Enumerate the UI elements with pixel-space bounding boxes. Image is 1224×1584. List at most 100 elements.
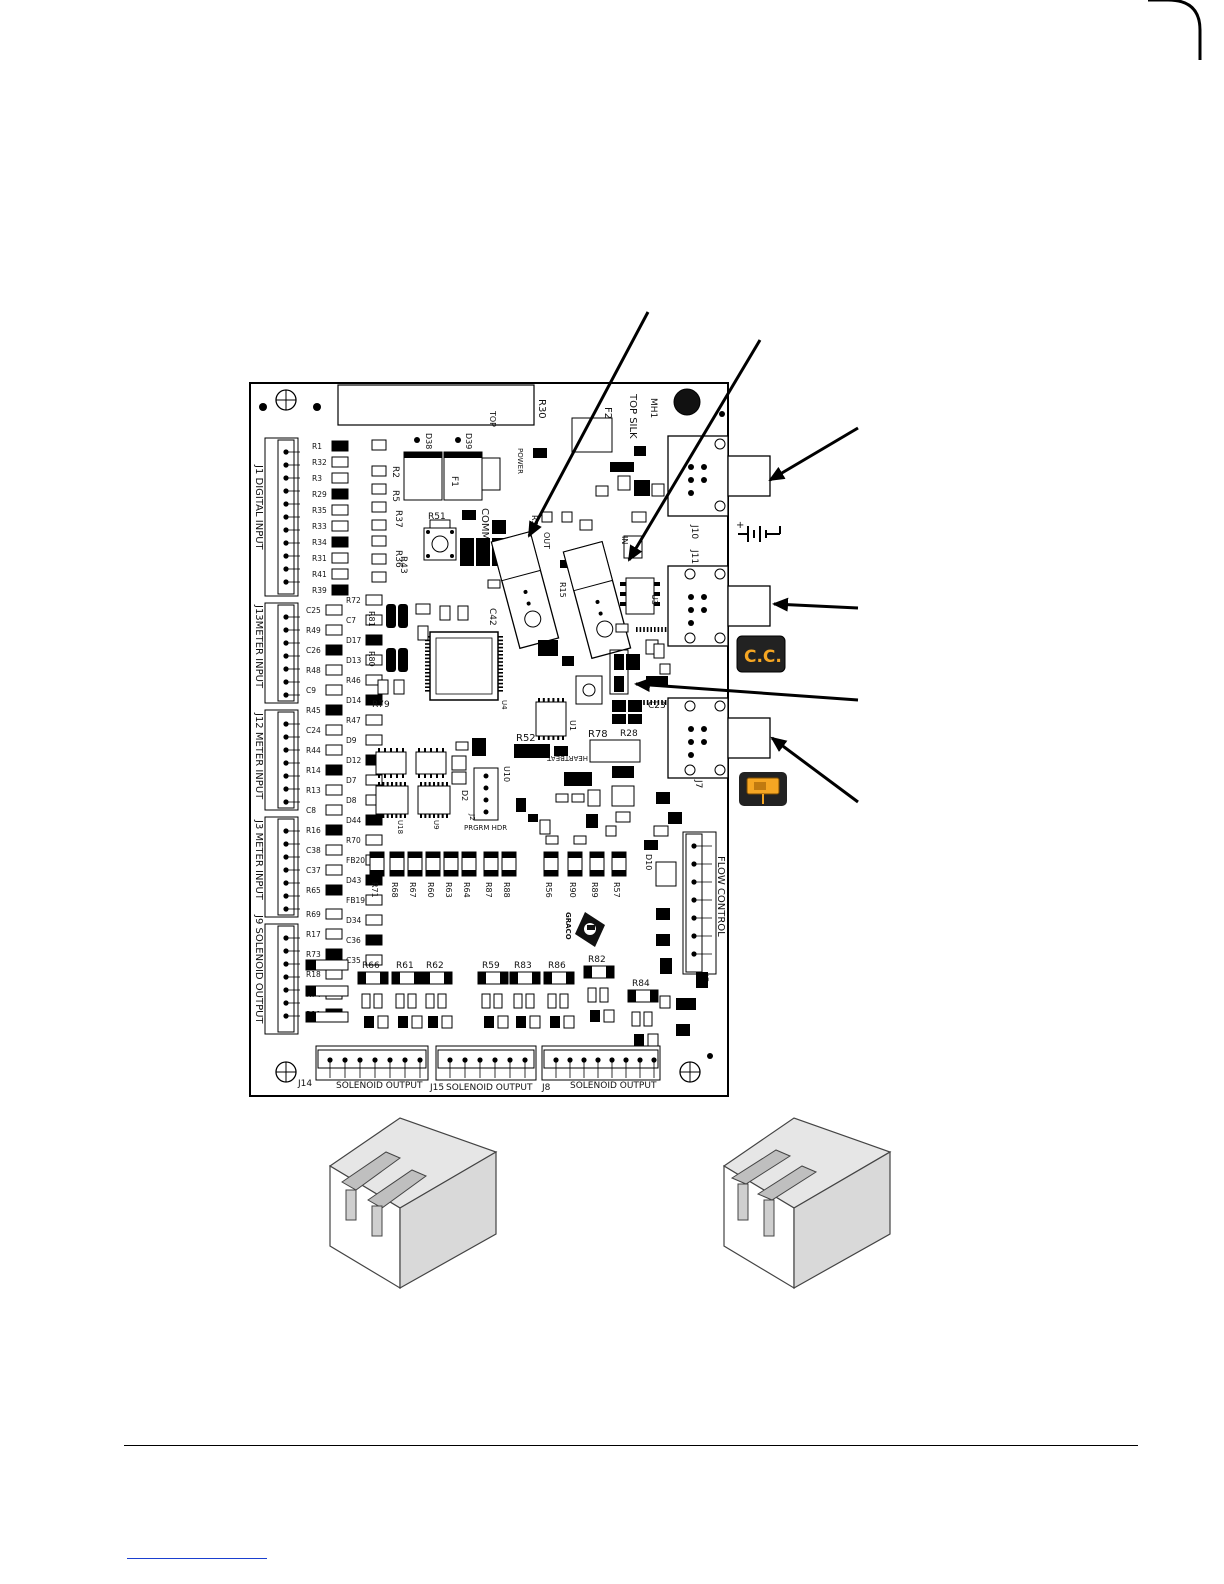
ic-u1 — [535, 698, 567, 740]
terminal-block-out[interactable] — [490, 530, 560, 650]
terminal-block-in[interactable] — [562, 540, 632, 660]
top-corner-rule — [1148, 0, 1202, 60]
svg-text:R17: R17 — [306, 930, 321, 939]
svg-text:R49: R49 — [306, 626, 321, 635]
program-header-j2[interactable] — [473, 767, 499, 821]
graco-label: GRACO — [564, 912, 572, 940]
j9-label: J9 SOLENOID OUTPUT — [253, 914, 264, 1024]
svg-text:R83: R83 — [514, 961, 532, 971]
svg-text:C26: C26 — [306, 646, 321, 655]
r43-label: R43 — [398, 556, 408, 574]
callout-arrow-j10 — [768, 426, 859, 482]
mh1-hole — [673, 388, 701, 416]
dc-power-symbol-icon: + — [736, 520, 781, 542]
svg-text:D44: D44 — [346, 816, 362, 825]
svg-text:R29: R29 — [312, 490, 327, 499]
r79-label: R79 — [372, 700, 390, 710]
svg-text:+: + — [736, 520, 744, 531]
svg-text:C38: C38 — [306, 846, 321, 855]
resistor-r60: R60 — [425, 851, 441, 898]
part-d44: D44 — [346, 814, 383, 826]
part-c38: C38 — [306, 844, 343, 856]
svg-text:R16: R16 — [306, 826, 321, 835]
connector-j13[interactable] — [264, 602, 299, 704]
svg-text:C24: C24 — [306, 726, 321, 735]
svg-text:R69: R69 — [306, 910, 321, 919]
svg-text:R33: R33 — [312, 522, 327, 531]
mh1-label: MH1 — [648, 398, 658, 418]
u18-label: U18 — [396, 820, 404, 834]
label-area-r30 — [337, 384, 535, 426]
callout-arrow-out-terminal — [527, 311, 650, 538]
resistor-r56: R56 — [543, 851, 559, 898]
out-label: OUT — [542, 532, 551, 549]
svg-text:FB20: FB20 — [346, 856, 365, 865]
j2-label: J2 — [468, 813, 476, 821]
r15-label: R15 — [558, 582, 567, 598]
svg-text:C36: C36 — [346, 936, 361, 945]
part-fb19: FB19 — [346, 894, 383, 906]
svg-text:R41: R41 — [312, 570, 327, 579]
svg-text:C37: C37 — [306, 866, 321, 875]
part-r35: R35 — [312, 504, 349, 516]
part-c7: C7 — [346, 614, 383, 626]
j13-label: J13METER INPUT — [253, 604, 264, 689]
connector-j10[interactable] — [667, 435, 771, 517]
r51-label: R51 — [428, 512, 446, 522]
part-r32: R32 — [312, 456, 349, 468]
svg-text:R35: R35 — [312, 506, 327, 515]
footer-link-underline[interactable] — [127, 1558, 267, 1559]
part-r49: R49 — [306, 624, 343, 636]
part-r69: R69 — [306, 908, 343, 920]
resistor-network-rn3 — [415, 748, 447, 778]
part-d14: D14 — [346, 694, 383, 706]
part-r48: R48 — [306, 664, 343, 676]
j8-label: J8 — [541, 1083, 551, 1093]
connector-flow-control[interactable] — [682, 831, 717, 975]
r2-label: R2 — [390, 466, 400, 478]
svg-text:R66: R66 — [362, 961, 380, 971]
svg-text:R82: R82 — [588, 955, 606, 965]
ic-u9 — [417, 782, 451, 818]
svg-text:R57: R57 — [612, 882, 621, 898]
cc-badge-text: C.C. — [744, 647, 782, 667]
resistor-r87: R87 — [483, 851, 499, 898]
svg-text:D13: D13 — [346, 656, 362, 665]
connector-j3[interactable] — [264, 816, 299, 918]
part-r16: R16 — [306, 824, 343, 836]
regulator-r2 — [403, 451, 443, 501]
svg-text:R56: R56 — [544, 882, 553, 898]
mount-hole-bottom-right — [679, 1061, 701, 1083]
connector-j8[interactable] — [541, 1045, 661, 1081]
connector-j9[interactable] — [264, 923, 299, 1035]
svg-text:R65: R65 — [306, 886, 321, 895]
crystal-x1-b — [398, 604, 408, 628]
u3-label: U3 — [650, 594, 659, 605]
r81-label: R81 — [367, 611, 376, 627]
part-c8: C8 — [306, 804, 343, 816]
bottom-connector-pins — [327, 1057, 657, 1078]
connector-j12[interactable] — [264, 709, 299, 811]
connector-j15[interactable] — [435, 1045, 537, 1081]
ic-u3 — [620, 577, 660, 615]
connector-j14[interactable] — [315, 1045, 429, 1081]
svg-text:R72: R72 — [346, 596, 361, 605]
j15-title: SOLENOID OUTPUT — [446, 1083, 533, 1093]
svg-text:D9: D9 — [346, 736, 357, 745]
connector-j7[interactable] — [667, 697, 771, 779]
left-connector-pins — [283, 449, 300, 1019]
part-r29: R29 — [312, 488, 349, 500]
top-label: TOP — [488, 410, 497, 427]
part-r14: R14 — [306, 764, 343, 776]
resistor-r67: R67 — [407, 851, 423, 898]
part-d17: D17 — [346, 634, 383, 646]
j1-label: J1 DIGITAL INPUT — [253, 464, 264, 551]
svg-text:R86: R86 — [548, 961, 566, 971]
comm-label: COMM — [479, 508, 490, 540]
svg-text:R87: R87 — [484, 882, 493, 898]
flow-control-label: FLOW CONTROL — [715, 856, 726, 937]
j14-title: SOLENOID OUTPUT — [336, 1081, 423, 1091]
f1-label: F1 — [449, 476, 459, 487]
connector-j11[interactable] — [667, 565, 771, 647]
in-label: IN — [620, 536, 629, 544]
